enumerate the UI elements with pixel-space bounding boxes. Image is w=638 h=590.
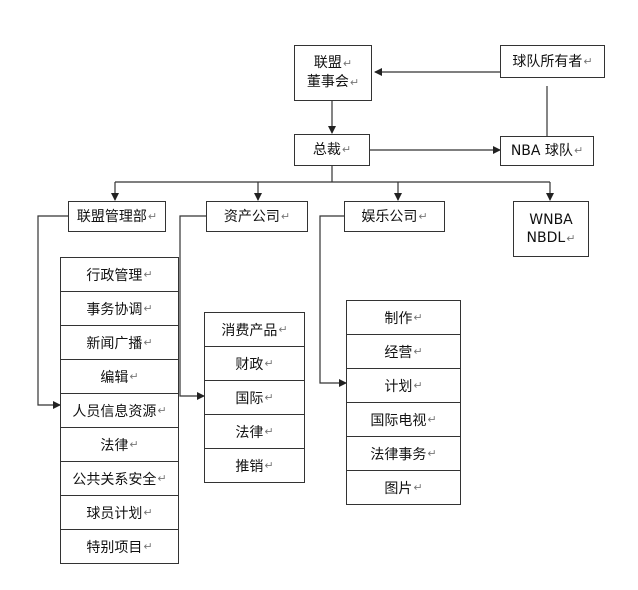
entertainment-company-item: 制作↵ [346,300,461,335]
league-management-item-label: 行政管理 [86,267,143,284]
league-management-item: 特别项目↵ [60,529,179,564]
league-management-item: 人员信息资源↵ [60,393,179,428]
entertainment-company-item-label: 法律事务 [370,446,427,463]
asset-company-item-label: 推销 [235,458,264,475]
asset-company-item: 财政↵ [204,346,305,381]
wnba-nbdl-box: WNBA NBDL↵ [513,201,589,257]
board-label-line2: 董事会 [306,74,349,90]
entertainment-company-item: 国际电视↵ [346,402,461,437]
league-management-item: 编辑↵ [60,359,179,394]
entertainment-company-item: 图片↵ [346,470,461,505]
league-management-box: 联盟管理部↵ [68,201,166,232]
entertainment-company-item: 法律事务↵ [346,436,461,471]
nba-teams-box: NBA 球队↵ [500,136,594,166]
league-management-item-label: 法律 [100,437,129,454]
arrow-asset-co-to-list [179,215,206,400]
asset-company-item: 消费产品↵ [204,312,305,347]
league-management-item-label: 编辑 [100,369,129,386]
league-management-item-label: 事务协调 [86,301,143,318]
league-management-item: 事务协调↵ [60,291,179,326]
entertainment-company-item: 经营↵ [346,334,461,369]
league-management-item-label: 特别项目 [86,539,143,556]
asset-company-item-label: 消费产品 [221,322,278,339]
arrow-ent-co-to-list [319,215,347,387]
league-management-item-label: 公共关系安全 [72,471,157,488]
league-management-item: 行政管理↵ [60,257,179,292]
asset-company-item-label: 国际 [235,390,264,407]
president-box: 总裁↵ [294,134,370,166]
entertainment-company-item-label: 图片 [384,480,413,497]
league-management-item: 新闻广播↵ [60,325,179,360]
league-management-item: 球员计划↵ [60,495,179,530]
league-management-item-label: 人员信息资源 [72,403,157,420]
entertainment-company-item-label: 经营 [384,344,413,361]
league-management-item: 公共关系安全↵ [60,461,179,496]
asset-company-item: 国际↵ [204,380,305,415]
asset-company-item-label: 法律 [235,424,264,441]
entertainment-company-item: 计划↵ [346,368,461,403]
board-label-line1: 联盟 [313,55,342,71]
asset-company-item: 推销↵ [204,448,305,483]
arrow-league-mgmt-to-list [37,215,68,409]
asset-company-item-label: 财政 [235,356,264,373]
entertainment-company-box: 娱乐公司↵ [344,201,445,232]
team-owners-box: 球队所有者↵ [500,45,605,78]
asset-company-box: 资产公司↵ [206,201,308,232]
entertainment-company-item-label: 制作 [384,310,413,327]
asset-company-item: 法律↵ [204,414,305,449]
league-management-item-label: 球员计划 [86,505,143,522]
league-management-item: 法律↵ [60,427,179,462]
entertainment-company-item-label: 国际电视 [370,412,427,429]
entertainment-company-item-label: 计划 [384,378,413,395]
board-of-governors-box: 联盟↵ 董事会↵ [294,45,372,101]
league-management-item-label: 新闻广播 [86,335,143,352]
